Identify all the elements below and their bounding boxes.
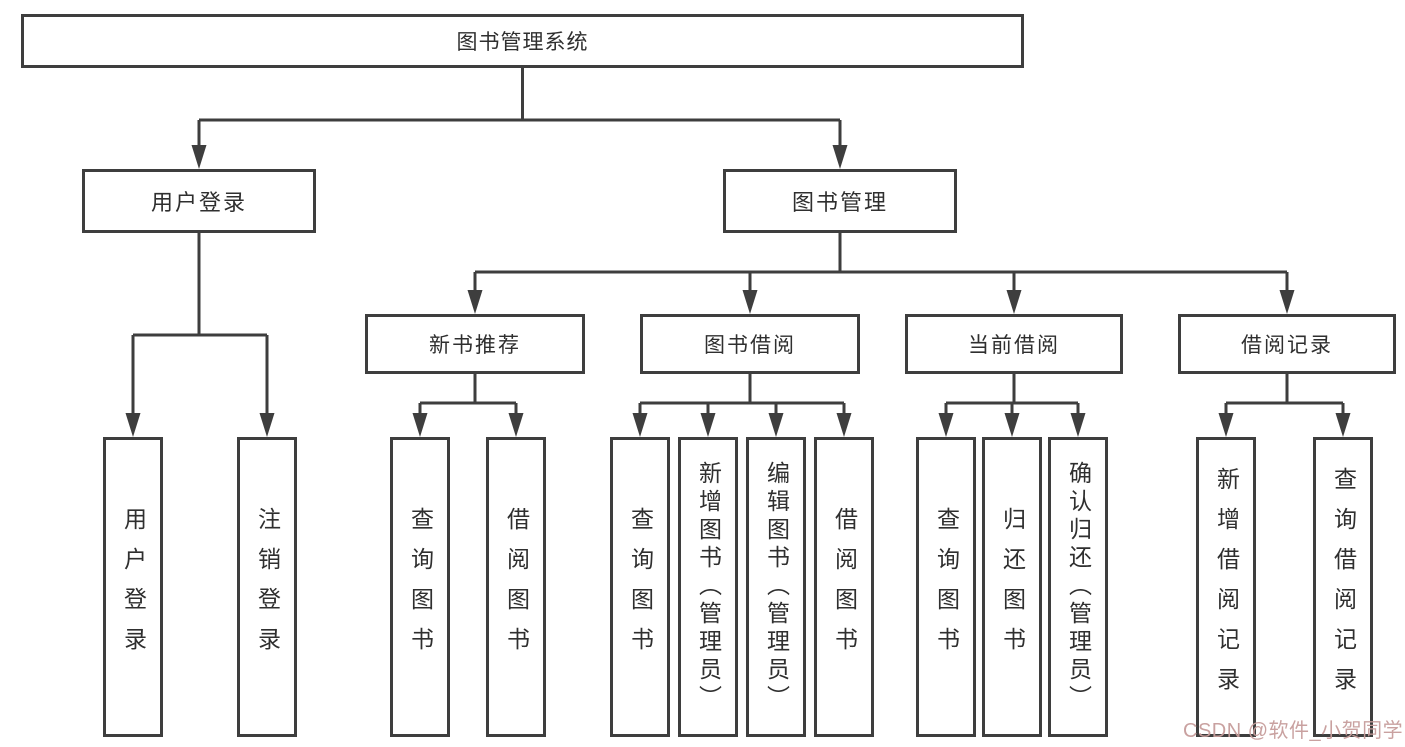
connector-root-to-level2 [197, 68, 842, 147]
leaf-logout: 注销登录 [237, 437, 297, 737]
leaf-borrow-add-book-admin: 新增图书（管理员） [678, 437, 738, 737]
leaf-record-add-borrow-record: 新增借阅记录 [1196, 437, 1256, 737]
node-book-management-label: 图书管理 [791, 190, 888, 215]
leaf-record-query-borrow-record: 查询借阅记录 [1313, 437, 1373, 737]
node-book-borrow-label: 图书借阅 [704, 334, 796, 357]
leaf-logout-label: 注销登录 [254, 507, 281, 667]
arrow-down-icon [508, 413, 524, 437]
arrow-down-icon [938, 413, 954, 437]
connector-userlogin-to-leaves [131, 233, 269, 415]
arrow-down-icon [1004, 413, 1020, 437]
leaf-newbook-borrow-book-label: 借阅图书 [503, 507, 530, 667]
leaf-borrow-borrow-book-label: 借阅图书 [831, 507, 858, 667]
leaf-current-return-book-label: 归还图书 [999, 507, 1026, 667]
leaf-current-confirm-return-admin: 确认归还（管理员） [1048, 437, 1108, 737]
arrow-down-icon [259, 413, 275, 437]
connector-bookmgmt-to-level3 [473, 233, 1289, 292]
arrow-down-icon [412, 413, 428, 437]
leaf-record-add-borrow-record-label: 新增借阅记录 [1213, 467, 1240, 707]
node-new-book-recommend: 新书推荐 [365, 314, 585, 374]
leaf-current-query-book: 查询图书 [916, 437, 976, 737]
connector-borrowrecord-to-leaves [1224, 374, 1345, 417]
connector-newbook-to-leaves [418, 374, 518, 417]
connector-bookborrow-to-leaves [638, 374, 846, 417]
node-new-book-recommend-label: 新书推荐 [429, 334, 521, 357]
csdn-watermark: CSDN @软件_小贺同学 [1183, 720, 1404, 742]
leaf-user-login-label: 用户登录 [120, 507, 147, 667]
arrow-down-icon [832, 145, 848, 169]
leaf-current-query-book-label: 查询图书 [933, 507, 960, 667]
node-borrow-record-label: 借阅记录 [1241, 334, 1333, 357]
arrowheads [125, 145, 1351, 437]
arrow-down-icon [632, 413, 648, 437]
node-root-label: 图书管理系统 [456, 31, 589, 54]
node-current-borrow: 当前借阅 [905, 314, 1123, 374]
arrow-down-icon [742, 290, 758, 314]
arrow-down-icon [700, 413, 716, 437]
node-user-login-label: 用户登录 [150, 190, 247, 215]
arrow-down-icon [1279, 290, 1295, 314]
arrow-down-icon [125, 413, 141, 437]
leaf-newbook-borrow-book: 借阅图书 [486, 437, 546, 737]
leaf-current-confirm-return-admin-label: 确认归还（管理员） [1065, 461, 1092, 713]
leaf-borrow-borrow-book: 借阅图书 [814, 437, 874, 737]
leaf-borrow-query-book-label: 查询图书 [627, 507, 654, 667]
leaf-current-return-book: 归还图书 [982, 437, 1042, 737]
leaf-newbook-query-book-label: 查询图书 [407, 507, 434, 667]
arrow-down-icon [836, 413, 852, 437]
arrow-down-icon [191, 145, 207, 169]
leaf-borrow-add-book-admin-label: 新增图书（管理员） [695, 461, 722, 713]
arrow-down-icon [1218, 413, 1234, 437]
leaf-borrow-edit-book-admin: 编辑图书（管理员） [746, 437, 806, 737]
leaf-newbook-query-book: 查询图书 [390, 437, 450, 737]
node-current-borrow-label: 当前借阅 [968, 334, 1060, 357]
connector-currentborrow-to-leaves [944, 374, 1080, 417]
leaf-borrow-edit-book-admin-label: 编辑图书（管理员） [763, 461, 790, 713]
leaf-borrow-query-book: 查询图书 [610, 437, 670, 737]
node-book-borrow: 图书借阅 [640, 314, 860, 374]
node-borrow-record: 借阅记录 [1178, 314, 1396, 374]
node-root: 图书管理系统 [21, 14, 1024, 68]
leaf-user-login: 用户登录 [103, 437, 163, 737]
arrow-down-icon [467, 290, 483, 314]
node-book-management: 图书管理 [723, 169, 957, 233]
arrow-down-icon [1070, 413, 1086, 437]
arrow-down-icon [768, 413, 784, 437]
leaf-record-query-borrow-record-label: 查询借阅记录 [1330, 467, 1357, 707]
arrow-down-icon [1335, 413, 1351, 437]
node-user-login: 用户登录 [82, 169, 316, 233]
arrow-down-icon [1006, 290, 1022, 314]
